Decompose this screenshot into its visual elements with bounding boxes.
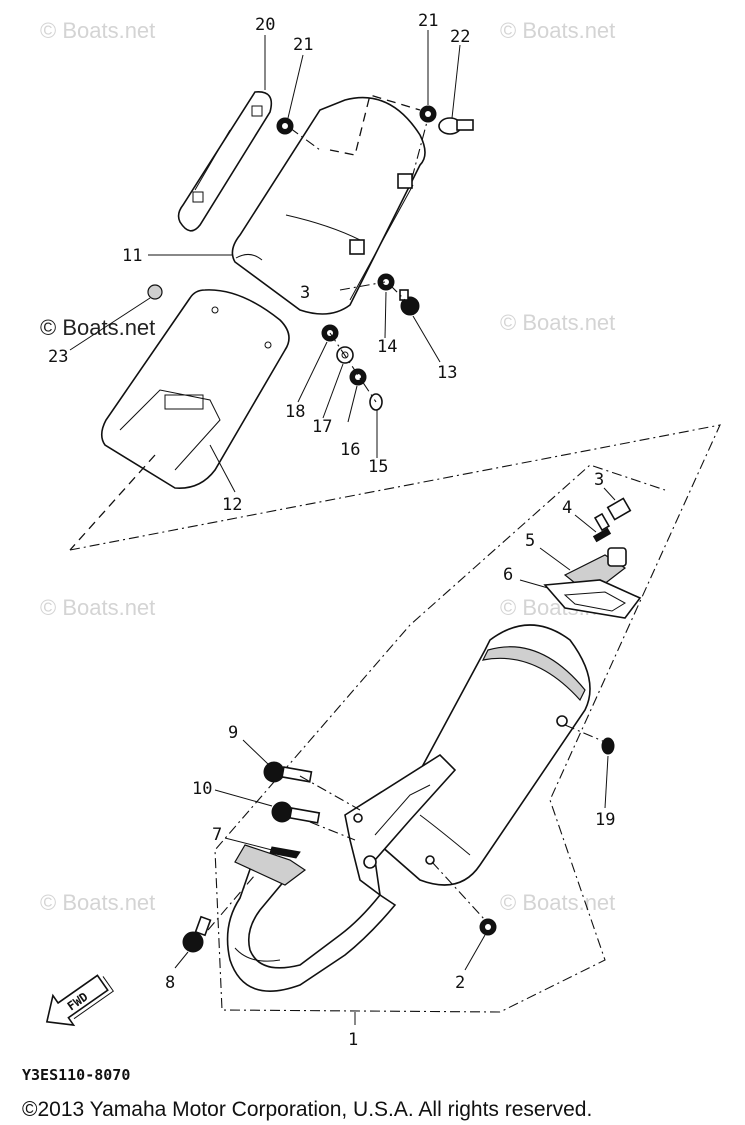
- part-label-20: 20: [255, 15, 275, 35]
- part-label-9: 9: [228, 723, 238, 743]
- copyright-notice: ©2013 Yamaha Motor Corporation, U.S.A. A…: [22, 1098, 593, 1121]
- part-21-nut-right: [419, 105, 437, 123]
- watermark: © Boats.net: [40, 315, 155, 340]
- connector-line: [329, 332, 377, 403]
- part-label-15: 15: [368, 457, 388, 477]
- part-20-bracket: [177, 91, 273, 232]
- part-label-4: 4: [562, 498, 572, 518]
- part-label-14: 14: [377, 337, 397, 357]
- part-21-nut-left: [276, 117, 294, 135]
- watermark: © Boats.net: [40, 890, 155, 915]
- part-label-8: 8: [165, 973, 175, 993]
- part-label-12: 12: [222, 495, 242, 515]
- drawing-code: Y3ES110-8070: [22, 1066, 131, 1084]
- watermark: © Boats.net: [500, 310, 615, 335]
- part-11-outer-protector: [231, 94, 426, 315]
- part-label-11: 11: [122, 246, 142, 266]
- assembly-outline: [69, 424, 721, 1013]
- connector-line: [289, 127, 321, 151]
- part-12-inner-protector: [69, 289, 290, 551]
- connector-line: [431, 861, 486, 921]
- connector-line: [339, 281, 386, 291]
- part-label-22: 22: [450, 27, 470, 47]
- part-16-grommet: [349, 368, 367, 386]
- part-label-18: 18: [285, 402, 305, 422]
- watermark: © Boats.net: [40, 595, 155, 620]
- part-label-5: 5: [525, 531, 535, 551]
- forward-arrow-icon: FWD: [45, 974, 115, 1027]
- part-label-13: 13: [437, 363, 457, 383]
- part-14-nut: [377, 273, 395, 291]
- part-label-3: 3: [300, 283, 310, 303]
- leader-lines: [148, 30, 616, 1025]
- part-6-gasket: [543, 579, 642, 619]
- part-10-bolt: [271, 801, 321, 824]
- part-label-1: 1: [348, 1030, 358, 1050]
- part-label-10: 10: [192, 779, 212, 799]
- part-3-bolt: [593, 497, 632, 532]
- part-19-grommet: [601, 737, 615, 755]
- part-label-21: 21: [293, 35, 313, 55]
- part-23-grommet: [147, 284, 163, 300]
- part-label-19: 19: [595, 810, 615, 830]
- part-label-2: 2: [455, 973, 465, 993]
- connector-line: [389, 284, 411, 306]
- part-7-gasket: [269, 846, 301, 859]
- connector-line: [564, 724, 606, 743]
- part-label-16: 16: [340, 440, 360, 460]
- part-label-6: 6: [503, 565, 513, 585]
- part-2-screw: [479, 918, 497, 936]
- connector-line: [299, 775, 361, 811]
- part-label-7: 7: [212, 825, 222, 845]
- part-13-bolt: [399, 289, 420, 316]
- part-label-21: 21: [418, 11, 438, 31]
- watermark: © Boats.net: [500, 18, 615, 43]
- part-22-screw: [438, 117, 474, 135]
- part-label-3: 3: [594, 470, 604, 490]
- connector-line: [309, 821, 356, 841]
- connector-line: [207, 874, 256, 931]
- part-label-17: 17: [312, 417, 332, 437]
- part-1-muffler: [226, 624, 591, 992]
- part-4-stud: [592, 527, 612, 543]
- part-8-nut: [182, 915, 212, 953]
- watermark: © Boats.net: [40, 18, 155, 43]
- watermark: © Boats.net: [500, 890, 615, 915]
- part-label-23: 23: [48, 347, 68, 367]
